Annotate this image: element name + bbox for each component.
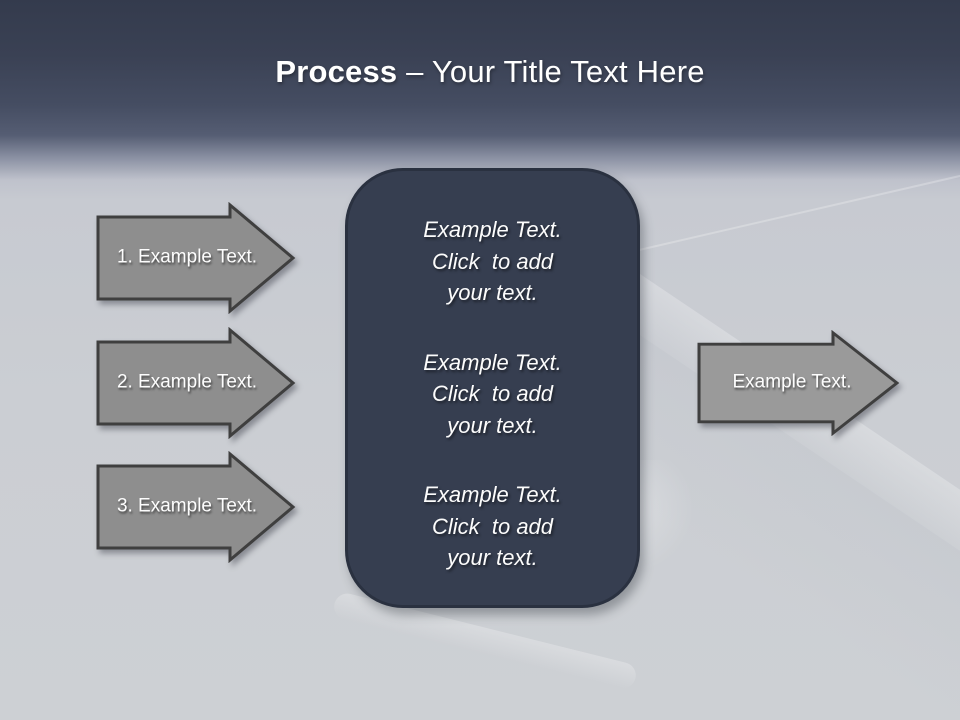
output-arrow-label: Example Text.: [732, 371, 852, 393]
process-step-label: 2. Example Text.: [116, 371, 258, 393]
process-step-arrow-3[interactable]: 3. Example Text.: [96, 451, 296, 563]
slide-title[interactable]: Process – Your Title Text Here: [10, 52, 960, 92]
description-paragraph-1[interactable]: Example Text. Click to add your text.: [423, 217, 562, 305]
process-step-label: 1. Example Text.: [116, 246, 258, 268]
laptop-screen-edge-line: [600, 163, 960, 260]
description-paragraph-3[interactable]: Example Text. Click to add your text.: [423, 482, 562, 570]
process-step-arrow-2[interactable]: 2. Example Text.: [96, 327, 296, 439]
right-arrow-icon: [96, 451, 296, 563]
right-arrow-icon: [96, 327, 296, 439]
right-arrow-icon: [96, 202, 296, 314]
process-step-arrow-1[interactable]: 1. Example Text.: [96, 202, 296, 314]
description-paragraph-2[interactable]: Example Text. Click to add your text.: [423, 349, 562, 438]
slide-title-emphasis: Process: [275, 54, 398, 89]
output-arrow[interactable]: Example Text.: [697, 330, 900, 436]
process-step-label: 3. Example Text.: [116, 495, 258, 517]
right-arrow-icon: [697, 330, 900, 436]
description-box[interactable]: Example Text. Click to add your text. Ex…: [345, 168, 640, 608]
slide-title-rest: – Your Title Text Here: [397, 54, 705, 89]
